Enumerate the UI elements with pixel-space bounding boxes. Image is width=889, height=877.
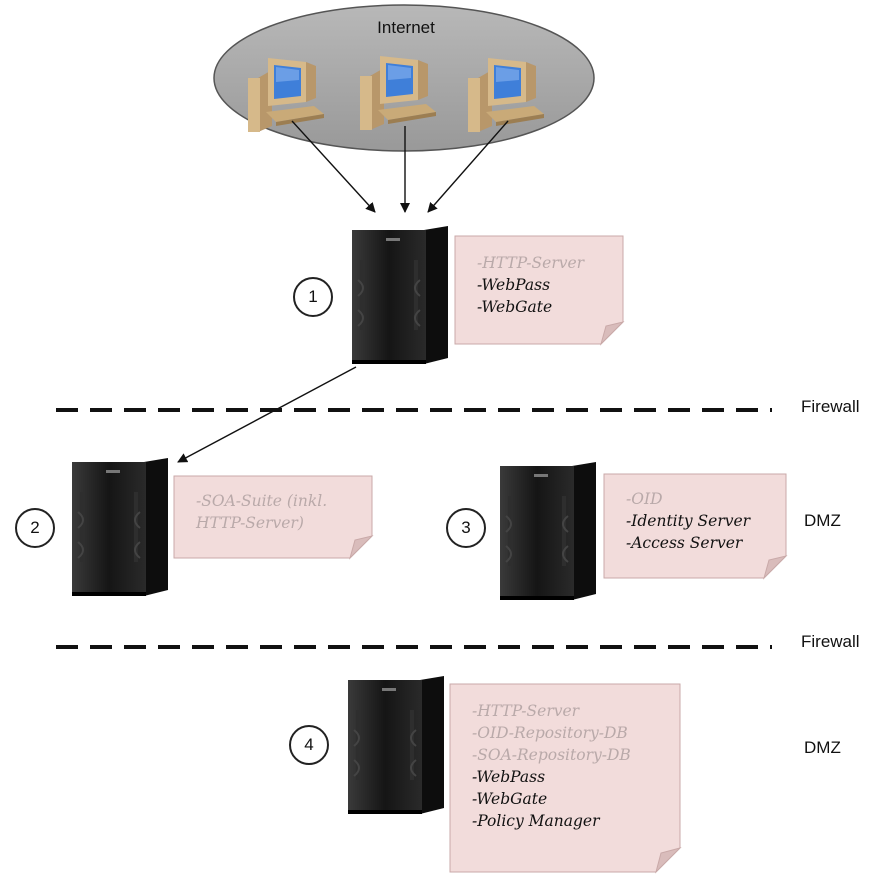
- component-item: -SOA-Repository-DB: [472, 746, 631, 764]
- server-number-badge: 2: [15, 508, 55, 548]
- component-item: -Access Server: [626, 534, 743, 552]
- component-item: -Policy Manager: [472, 812, 600, 830]
- component-list-4: -HTTP-Server -OID-Repository-DB -SOA-Repos…: [450, 688, 680, 832]
- dmz-label: DMZ: [804, 738, 841, 757]
- tower-server-icon: [499, 461, 597, 601]
- tower-server-icon: [71, 457, 169, 597]
- server-number-badge: 4: [289, 725, 329, 765]
- arrow-internet-to-server-1: [291, 120, 376, 213]
- component-item: -WebGate: [477, 298, 553, 316]
- component-item: -HTTP-Server: [472, 702, 580, 720]
- component-item: -OID: [626, 490, 663, 508]
- component-list-3: -OID -Identity Server -Access Server: [604, 476, 786, 554]
- internet-label: Internet: [377, 18, 435, 37]
- firewall-label: Firewall: [801, 632, 860, 651]
- tower-server-icon: [347, 675, 445, 815]
- component-item: -WebPass: [477, 276, 551, 294]
- firewall-label: Firewall: [801, 397, 860, 416]
- server-number-badge: 1: [293, 277, 333, 317]
- arrow-internet-to-server-1: [427, 120, 509, 213]
- arrow-server-1-to-server-2: [177, 366, 357, 463]
- tower-server-icon: [351, 225, 449, 365]
- component-item: -WebPass: [472, 768, 546, 786]
- server-number-badge: 3: [446, 508, 486, 548]
- component-item: -Identity Server: [626, 512, 751, 530]
- component-list-2: -SOA-Suite (inkl. HTTP-Server): [174, 478, 372, 534]
- component-item: -WebGate: [472, 790, 548, 808]
- component-item: -OID-Repository-DB: [472, 724, 628, 742]
- component-item: -HTTP-Server: [477, 254, 585, 272]
- component-item: HTTP-Server): [196, 514, 304, 532]
- component-list-1: -HTTP-Server -WebPass -WebGate: [455, 240, 623, 318]
- dmz-label: DMZ: [804, 511, 841, 530]
- component-item: -SOA-Suite (inkl.: [196, 492, 328, 510]
